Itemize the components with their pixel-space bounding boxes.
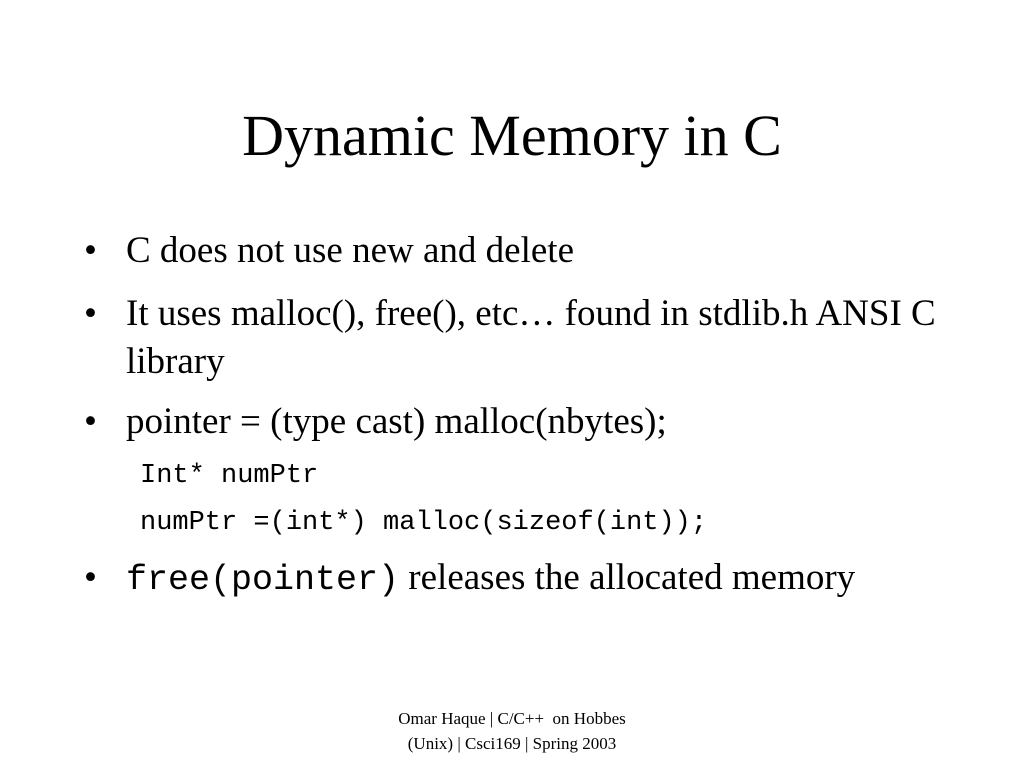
bullet-icon: • [84,293,97,334]
bullet-item: • free(pointer) releases the allocated m… [84,554,984,604]
bullet-text-mixed: free(pointer) releases the allocated mem… [126,554,984,604]
bullet-item: • pointer = (type cast) malloc(nbytes); [84,398,984,446]
bullet-icon: • [84,230,97,271]
bullet-text: releases the allocated memory [399,557,856,598]
bullet-text: C does not use new and delete [126,230,574,271]
bullet-icon: • [84,401,97,442]
bullet-item: • C does not use new and delete [84,227,984,275]
slide-footer: Omar Haque | C/C++ on Hobbes (Unix) | Cs… [312,706,712,756]
bullet-text: It uses malloc(), free(), etc… found in … [126,293,936,382]
slide-title: Dynamic Memory in C [242,103,782,168]
bullet-item: • It uses malloc(), free(), etc… found i… [84,290,984,386]
footer-line: (Unix) | Csci169 | Spring 2003 [407,734,617,753]
code-line: numPtr =(int*) malloc(sizeof(int)); [140,508,708,538]
bullet-icon: • [84,557,97,598]
bullet-text: pointer = (type cast) malloc(nbytes); [126,401,667,442]
inline-code: free(pointer) [126,560,400,600]
footer-line: Omar Haque | C/C++ on Hobbes [398,709,626,728]
code-line: Int* numPtr [140,461,319,491]
